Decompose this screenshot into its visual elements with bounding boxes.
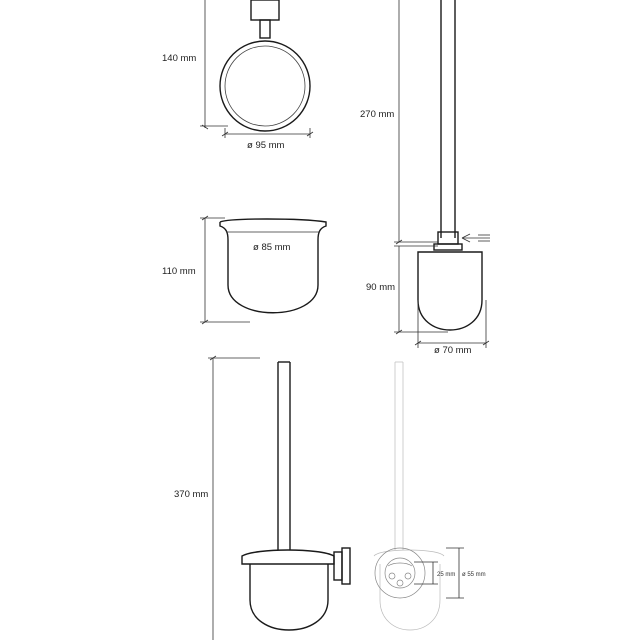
cup-body	[227, 240, 319, 314]
assembly-side-view: 370 mm	[174, 355, 351, 640]
cup-rim	[219, 218, 327, 241]
label-ring-diameter: ø 95 mm	[247, 140, 285, 151]
assembly-front-view: 25 mm ø 55 mm	[373, 361, 486, 631]
brush-view: 270 mm 90 mm ø 70 mm	[360, 0, 490, 356]
assembly-cup	[249, 564, 329, 631]
brush-head	[417, 251, 483, 331]
label-holder-height: 140 mm	[162, 53, 196, 64]
front-mount-disc	[374, 547, 426, 599]
mount-stem	[259, 19, 271, 39]
wall-mount-plate	[250, 0, 280, 21]
holder-ring-inner	[224, 45, 306, 127]
label-head-diameter: ø 70 mm	[434, 345, 472, 356]
glass-cup-view: 110 mm ø 85 mm	[162, 215, 327, 325]
ring-holder-view: 140 mm ø 95 mm	[162, 0, 314, 151]
label-cup-height: 110 mm	[162, 266, 196, 277]
holder-ring-outer	[219, 40, 311, 132]
assembly-wall-bracket	[333, 551, 343, 581]
label-mount-diameter: ø 55 mm	[462, 572, 486, 578]
label-handle-length: 270 mm	[360, 109, 394, 120]
label-cup-diameter: ø 85 mm	[253, 242, 291, 253]
label-total-height: 370 mm	[174, 489, 208, 500]
label-mount-height: 25 mm	[437, 572, 455, 578]
label-head-height: 90 mm	[366, 282, 395, 293]
